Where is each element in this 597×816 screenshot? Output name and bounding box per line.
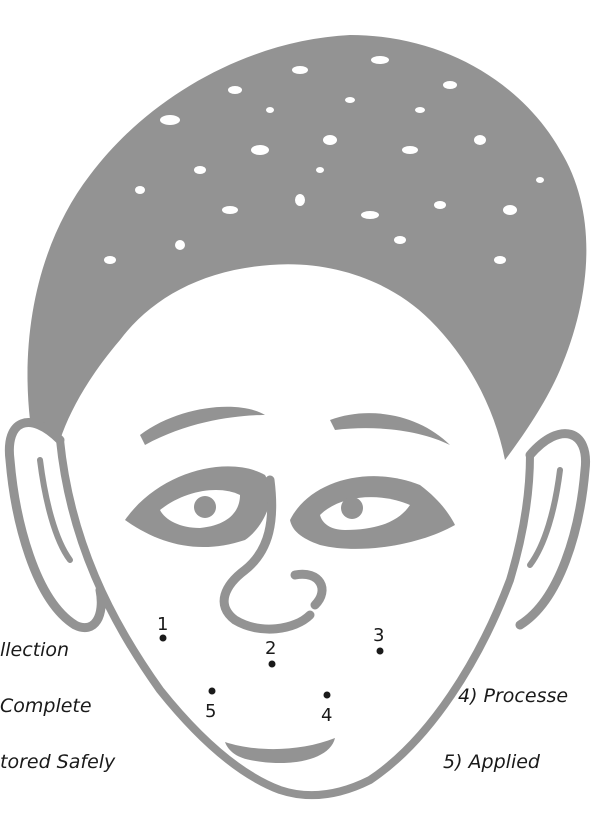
point-1-label: 1 (157, 614, 168, 635)
mouth (225, 738, 335, 763)
point-4-label: 4 (321, 705, 332, 726)
label-stored-safely: tored Safely (0, 751, 116, 773)
point-4-dot (324, 692, 331, 699)
label-processed: 4) Processe (458, 685, 568, 707)
left-eye (125, 466, 270, 547)
right-eye (290, 476, 455, 549)
point-5-dot (209, 688, 216, 695)
label-collection: llection (0, 639, 69, 661)
point-1-dot (160, 635, 167, 642)
label-complete: Complete (0, 695, 92, 717)
eyebrows (140, 407, 450, 445)
hair (28, 35, 587, 460)
point-2-dot (269, 661, 276, 668)
face-outline (60, 440, 530, 795)
point-3-dot (377, 648, 384, 655)
point-3-label: 3 (373, 625, 384, 646)
label-applied: 5) Applied (443, 751, 541, 773)
point-5-label: 5 (205, 701, 216, 722)
left-ear (9, 423, 101, 628)
point-2-label: 2 (265, 638, 276, 659)
